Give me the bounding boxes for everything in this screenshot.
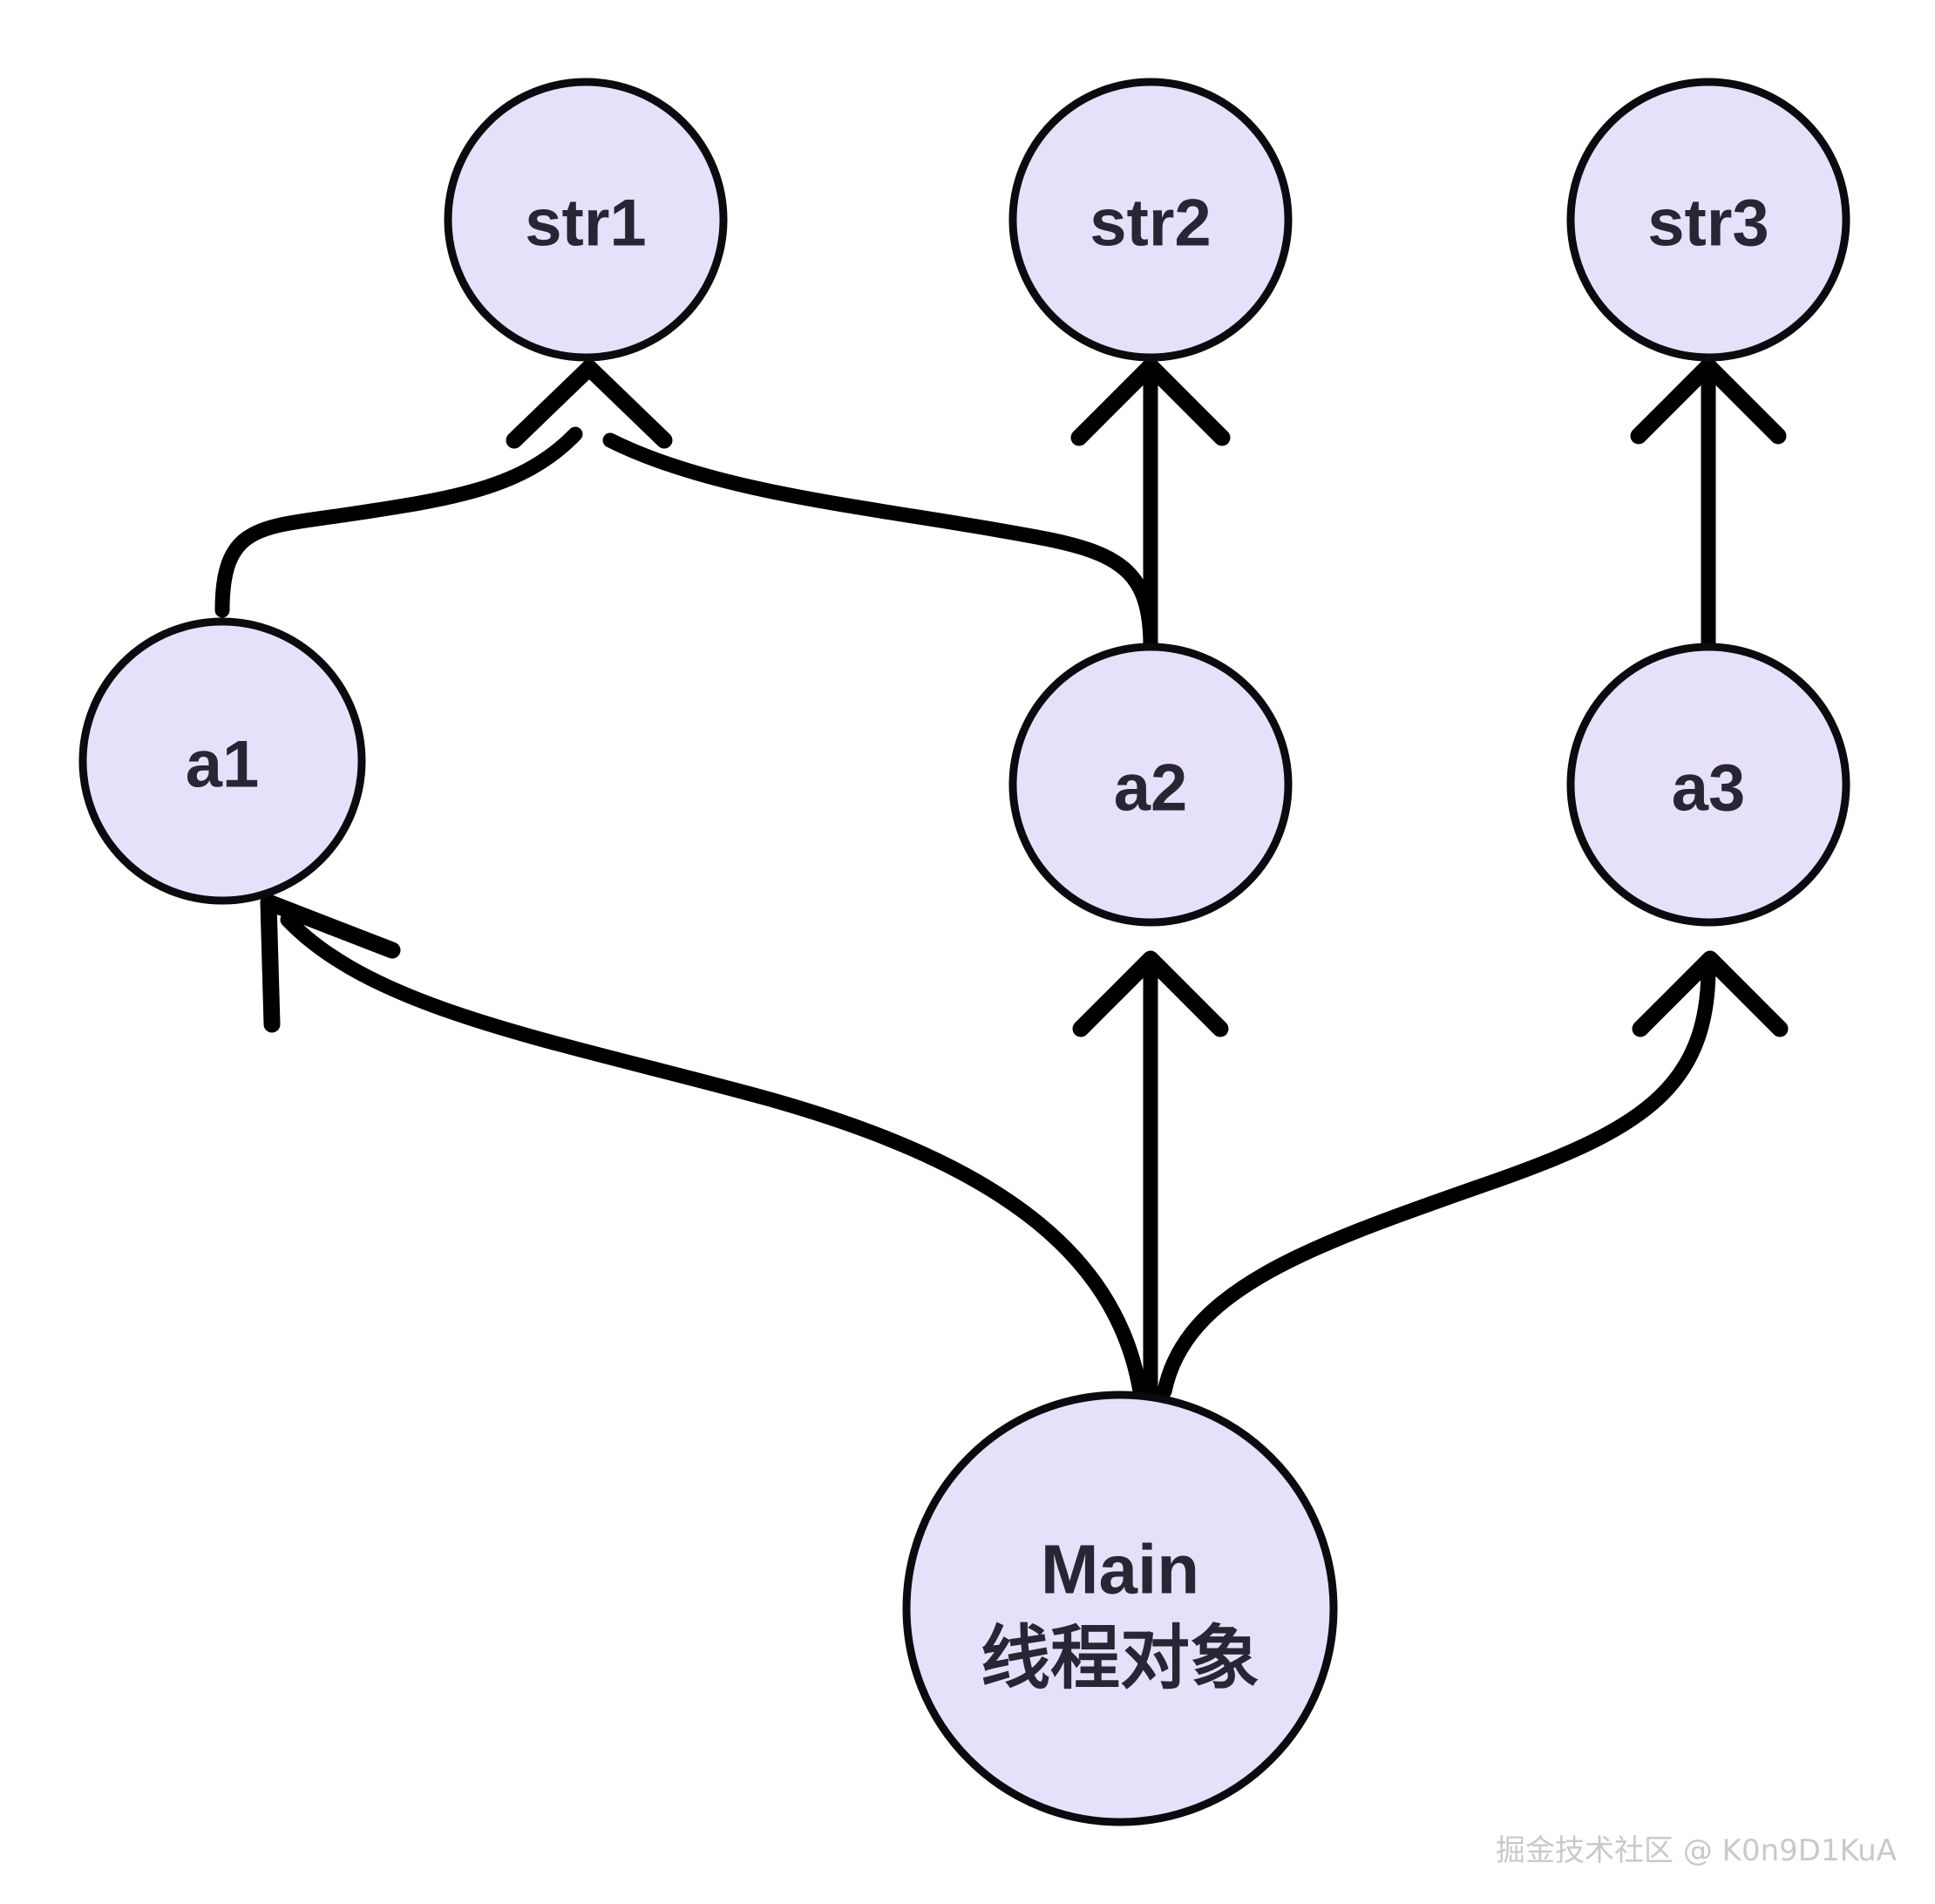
node-main-circle[interactable] — [902, 1391, 1338, 1826]
node-main[interactable]: Main 线程对象 — [902, 1391, 1338, 1826]
node-str3[interactable]: str3 — [1566, 78, 1850, 362]
node-layer: str1 str2 str3 a1 a2 — [78, 78, 1850, 1826]
node-main-label-line1: Main — [1041, 1531, 1199, 1608]
edge-layer — [214, 357, 1789, 1403]
node-a1-circle[interactable] — [78, 617, 366, 905]
node-str2-label: str2 — [1090, 187, 1211, 261]
node-main-label-line2: 线程对象 — [981, 1620, 1259, 1697]
edge-a1-to-str1-path — [214, 426, 583, 618]
node-str1[interactable]: str1 — [444, 78, 728, 362]
edge-a3-to-str3-arrowhead — [1630, 357, 1787, 445]
edge-main-to-a3 — [1157, 950, 1789, 1399]
node-a3-label: a3 — [1672, 751, 1746, 826]
node-str3-label: str3 — [1647, 187, 1769, 261]
edge-main-to-a3-path — [1157, 960, 1716, 1399]
node-str2-circle[interactable] — [1008, 78, 1293, 362]
edge-main-to-a1 — [260, 894, 1148, 1399]
edge-main-to-a2-arrowhead — [1072, 950, 1229, 1037]
edge-a1-to-str1 — [214, 426, 583, 618]
node-str2[interactable]: str2 — [1008, 78, 1293, 362]
edge-a2-to-str2 — [1070, 357, 1231, 655]
edge-a2-to-str1-path — [602, 432, 1158, 655]
node-str1-label: str1 — [525, 187, 646, 261]
node-a3-circle[interactable] — [1566, 643, 1850, 927]
node-str3-circle[interactable] — [1566, 78, 1850, 362]
node-a1-label: a1 — [186, 728, 260, 802]
edge-main-to-a1-path — [280, 912, 1148, 1399]
node-a2-label: a2 — [1114, 751, 1188, 826]
node-a3[interactable]: a3 — [1566, 643, 1850, 927]
edge-a2-to-str2-arrowhead — [1070, 357, 1231, 446]
edge-a2-to-str1-arrowhead — [506, 359, 673, 449]
edge-main-to-a2 — [1072, 950, 1229, 1403]
node-a2-circle[interactable] — [1008, 643, 1293, 927]
edge-main-to-a3-arrowhead — [1632, 950, 1789, 1037]
node-a1[interactable]: a1 — [78, 617, 366, 905]
watermark-text: 掘金技术社区 @ K0n9D1KuA — [1496, 1833, 1897, 1868]
node-str1-circle[interactable] — [444, 78, 728, 362]
edge-main-to-a1-arrowhead — [260, 894, 401, 1033]
edge-a2-to-str1 — [506, 359, 1158, 655]
edge-a3-to-str3 — [1630, 357, 1787, 655]
node-a2[interactable]: a2 — [1008, 643, 1293, 927]
